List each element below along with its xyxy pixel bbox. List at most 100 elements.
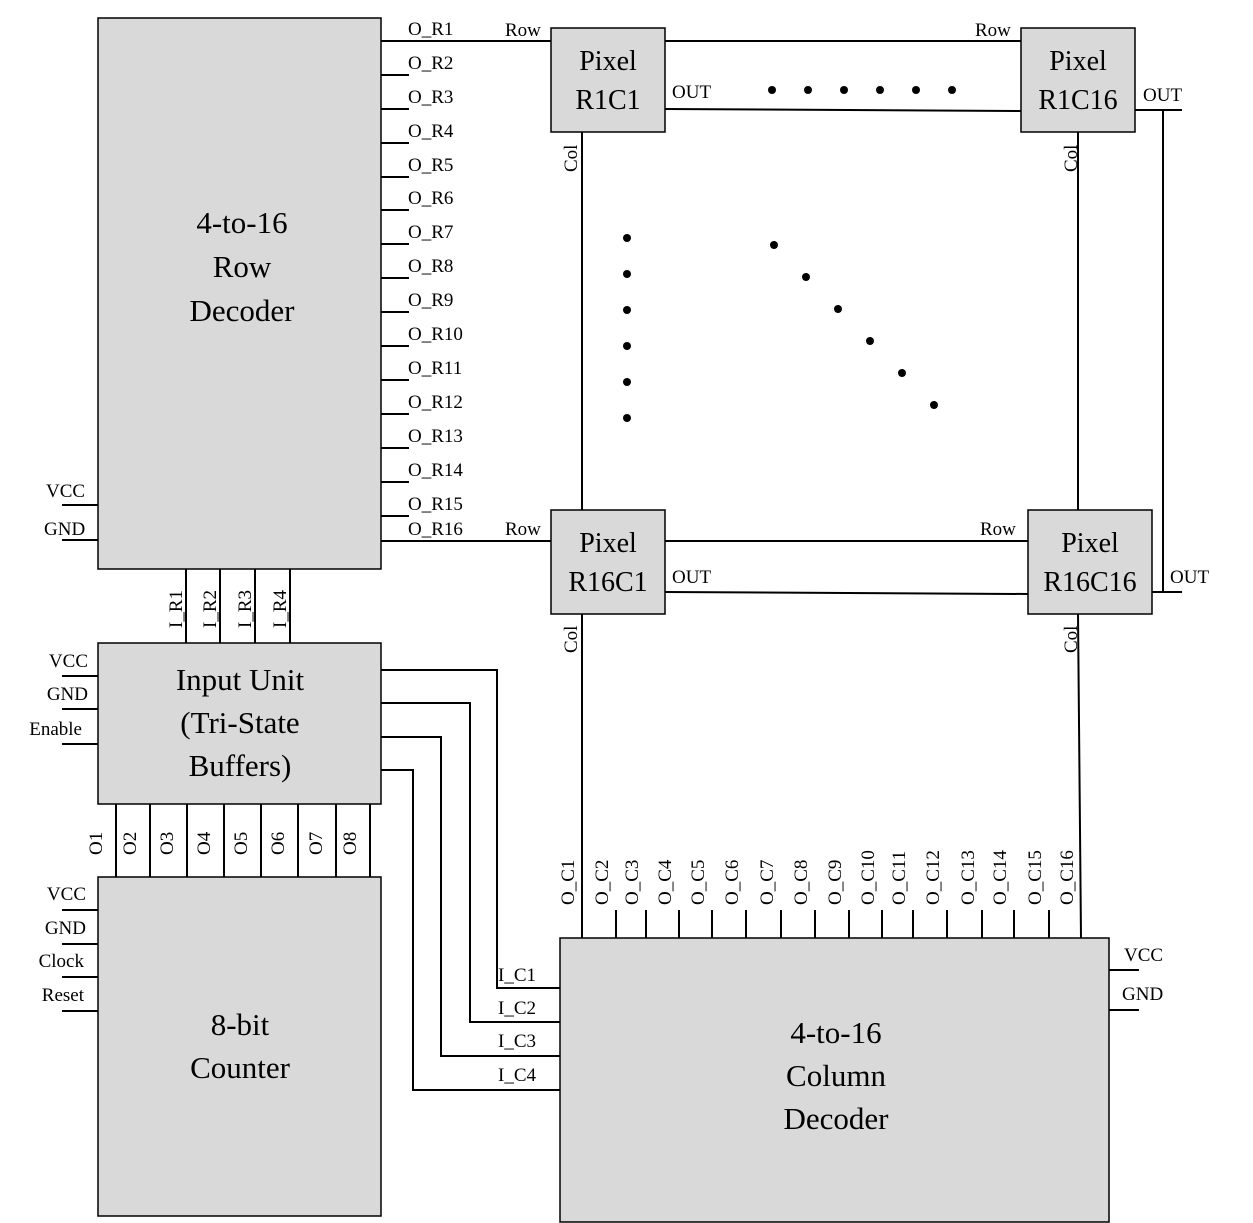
counter-output-label: O6 (268, 832, 289, 855)
counter-output-label: O2 (120, 832, 141, 855)
column-output-label: O_C6 (722, 860, 743, 905)
column-input-label: I_C4 (498, 1065, 537, 1086)
row-output-label: O_R11 (408, 358, 462, 379)
col16-wire-lower (1077, 613, 1082, 939)
counter-output-label: O3 (157, 832, 178, 855)
pixel-row-label: Row (505, 20, 541, 41)
row-output-label: O_R1 (408, 19, 453, 40)
column-output-label: O_C9 (825, 860, 846, 905)
counter-output-label: O1 (86, 832, 107, 855)
ellipsis-dot (930, 401, 938, 409)
input-unit-block (97, 642, 382, 805)
ellipsis-dot (623, 306, 631, 314)
ellipsis-dot (623, 378, 631, 386)
ellipsis-dot (770, 241, 778, 249)
row-output-label: O_R2 (408, 53, 453, 74)
row-output-label: O_R4 (408, 121, 454, 142)
pixel-out-label: OUT (1143, 85, 1182, 106)
ellipsis-dot (876, 86, 884, 94)
row-output-label: O_R10 (408, 324, 463, 345)
input-unit-pin-label: VCC (49, 651, 88, 672)
ellipsis-dot (623, 342, 631, 350)
column-decoder-title: Column (786, 1058, 886, 1093)
pixel-title: Pixel (1061, 528, 1119, 559)
column-input-wire-4 (381, 769, 560, 1091)
row-decoder-vcc-label: VCC (46, 481, 85, 502)
input-unit-title: Buffers) (189, 748, 292, 783)
ellipsis-dot (768, 86, 776, 94)
pixel-id: R16C16 (1043, 567, 1136, 598)
column-decoder-gnd-label: GND (1122, 984, 1163, 1005)
out16-wire (664, 591, 1029, 595)
row-output-label: O_R3 (408, 87, 453, 108)
counter-output-label: O4 (194, 831, 215, 855)
column-output-label: O_C5 (688, 860, 709, 905)
pixel-out-label: OUT (672, 82, 711, 103)
pixel-id: R16C1 (568, 567, 647, 598)
row-output-label: O_R6 (408, 188, 453, 209)
pixel-row-label: Row (980, 519, 1016, 540)
pixel-col-label: Col (561, 626, 582, 653)
row-output-label: O_R7 (408, 222, 453, 243)
column-output-label: O_C1 (558, 860, 579, 905)
row-output-label: O_R15 (408, 494, 463, 515)
pixel-title: Pixel (1049, 46, 1107, 77)
column-decoder-title: 4-to-16 (790, 1015, 881, 1050)
column-input-wire-2 (381, 702, 560, 1023)
ellipsis-dot (898, 369, 906, 377)
counter-title: Counter (190, 1050, 291, 1085)
pixel-block (1027, 509, 1153, 615)
column-input-label: I_C2 (498, 998, 536, 1019)
column-output-label: O_C12 (923, 850, 944, 905)
row-output-label: O_R12 (408, 392, 463, 413)
row-output-label: O_R16 (408, 519, 463, 540)
column-output-label: O_C10 (858, 850, 879, 905)
pixel-col-label: Col (561, 145, 582, 172)
input-unit-pin-label: GND (47, 684, 88, 705)
row-input-label: I_R1 (166, 590, 187, 628)
counter-output-label: O7 (306, 832, 327, 855)
column-output-label: O_C11 (889, 851, 910, 905)
ellipsis-dot (623, 414, 631, 422)
row-output-label: O_R5 (408, 155, 453, 176)
column-decoder-block (559, 937, 1110, 1223)
pixel-col-label: Col (1061, 145, 1082, 172)
row-input-label: I_R3 (235, 590, 256, 628)
row-decoder-title: 4-to-16 (196, 205, 287, 240)
column-output-label: O_C16 (1057, 850, 1078, 905)
counter-title: 8-bit (211, 1007, 270, 1042)
column-input-label: I_C1 (498, 965, 536, 986)
column-output-label: O_C13 (958, 850, 979, 905)
ellipsis-dot (804, 86, 812, 94)
column-output-label: O_C4 (655, 859, 676, 905)
row-decoder-title: Row (213, 249, 272, 284)
ellipsis-dot (802, 273, 810, 281)
pixel-row-label: Row (975, 20, 1011, 41)
column-output-label: O_C8 (791, 860, 812, 905)
column-decoder-title: Decoder (784, 1101, 890, 1136)
row-decoder-gnd-label: GND (44, 519, 85, 540)
counter-output-label: O8 (340, 832, 361, 855)
column-input-wire-1 (381, 669, 560, 989)
row-output-label: O_R14 (408, 460, 463, 481)
pixel-block (1020, 27, 1136, 133)
pixel-out-label: OUT (1170, 567, 1209, 588)
column-output-label: O_C15 (1025, 850, 1046, 905)
counter-pin-label: VCC (47, 884, 86, 905)
pixel-out-label: OUT (672, 567, 711, 588)
row-input-label: I_R2 (200, 590, 221, 628)
pixel-block (550, 27, 666, 133)
pixel-title: Pixel (579, 528, 637, 559)
counter-output-label: O5 (231, 832, 252, 855)
ellipsis-dot (834, 305, 842, 313)
counter-pin-label: GND (45, 918, 86, 939)
ellipsis-dot (623, 270, 631, 278)
row-input-label: I_R4 (270, 590, 291, 629)
column-input-label: I_C3 (498, 1031, 536, 1052)
input-unit-title: (Tri-State (180, 705, 299, 740)
ellipsis-dot (912, 86, 920, 94)
column-output-label: O_C2 (592, 860, 613, 905)
column-decoder-vcc-label: VCC (1124, 945, 1163, 966)
row-output-label: O_R13 (408, 426, 463, 447)
